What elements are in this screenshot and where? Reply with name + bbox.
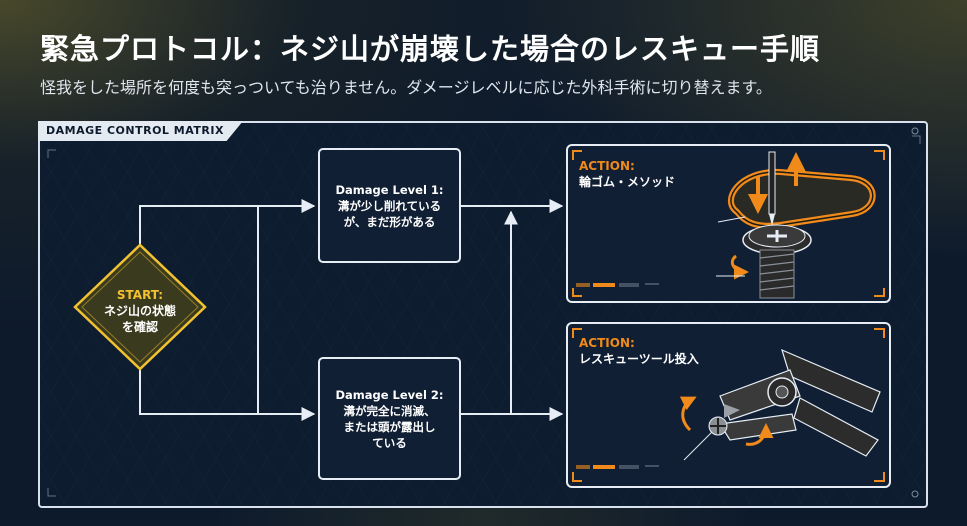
damage-level-2-box (318, 357, 461, 480)
damage-level-2-line2: または頭が露出し (343, 420, 436, 434)
start-text-line1: ネジ山の状態 (103, 304, 176, 318)
action-1-text: 輪ゴム・メソッド (579, 175, 676, 189)
damage-level-1-line2: が、まだ形がある (343, 215, 436, 229)
page-title: 緊急プロトコル：ネジ山が崩壊した場合のレスキュー手順 (40, 32, 821, 66)
action-2-brackets (572, 328, 885, 482)
damage-level-1-label: Damage Level 1: (335, 183, 444, 197)
start-diamond (73, 243, 207, 371)
damage-level-2-node: Damage Level 2: 溝が完全に消滅、 または頭が露出し ている (321, 387, 458, 451)
start-node: START: ネジ山の状態 を確認 (92, 287, 188, 335)
start-label: START: (116, 288, 164, 302)
flow-connectors (139, 199, 564, 421)
action-2-label: ACTION: レスキューツール投入 (579, 335, 699, 367)
damage-level-1-box (318, 148, 461, 263)
action-1-heading: ACTION: (579, 159, 635, 173)
action-2-status-bar (576, 465, 659, 469)
damage-level-2-label: Damage Level 2: (335, 388, 444, 402)
action-1-label: ACTION: 輪ゴム・メソッド (579, 158, 675, 190)
action-2-text: レスキューツール投入 (579, 352, 699, 366)
screw-rubber-band-icon (716, 151, 876, 299)
action-1-brackets (572, 150, 885, 297)
page-subtitle: 怪我をした場所を何度も突っついても治りません。ダメージレベルに応じた外科手術に切… (40, 78, 772, 97)
corner-decorations (47, 135, 921, 497)
damage-level-2-line1: 溝が完全に消滅、 (343, 404, 436, 418)
action-1-status-bar (576, 283, 659, 287)
panel-tab-label: DAMAGE CONTROL MATRIX (38, 121, 243, 141)
damage-level-1-line1: 溝が少し削れている (337, 199, 442, 213)
corner-dot-icons (911, 127, 919, 498)
damage-level-2-line3: ている (372, 436, 407, 450)
pliers-icon (679, 348, 881, 461)
start-text-line2: を確認 (121, 320, 158, 334)
action-2-heading: ACTION: (579, 336, 635, 350)
damage-level-1-node: Damage Level 1: 溝が少し削れている が、まだ形がある (321, 182, 458, 230)
